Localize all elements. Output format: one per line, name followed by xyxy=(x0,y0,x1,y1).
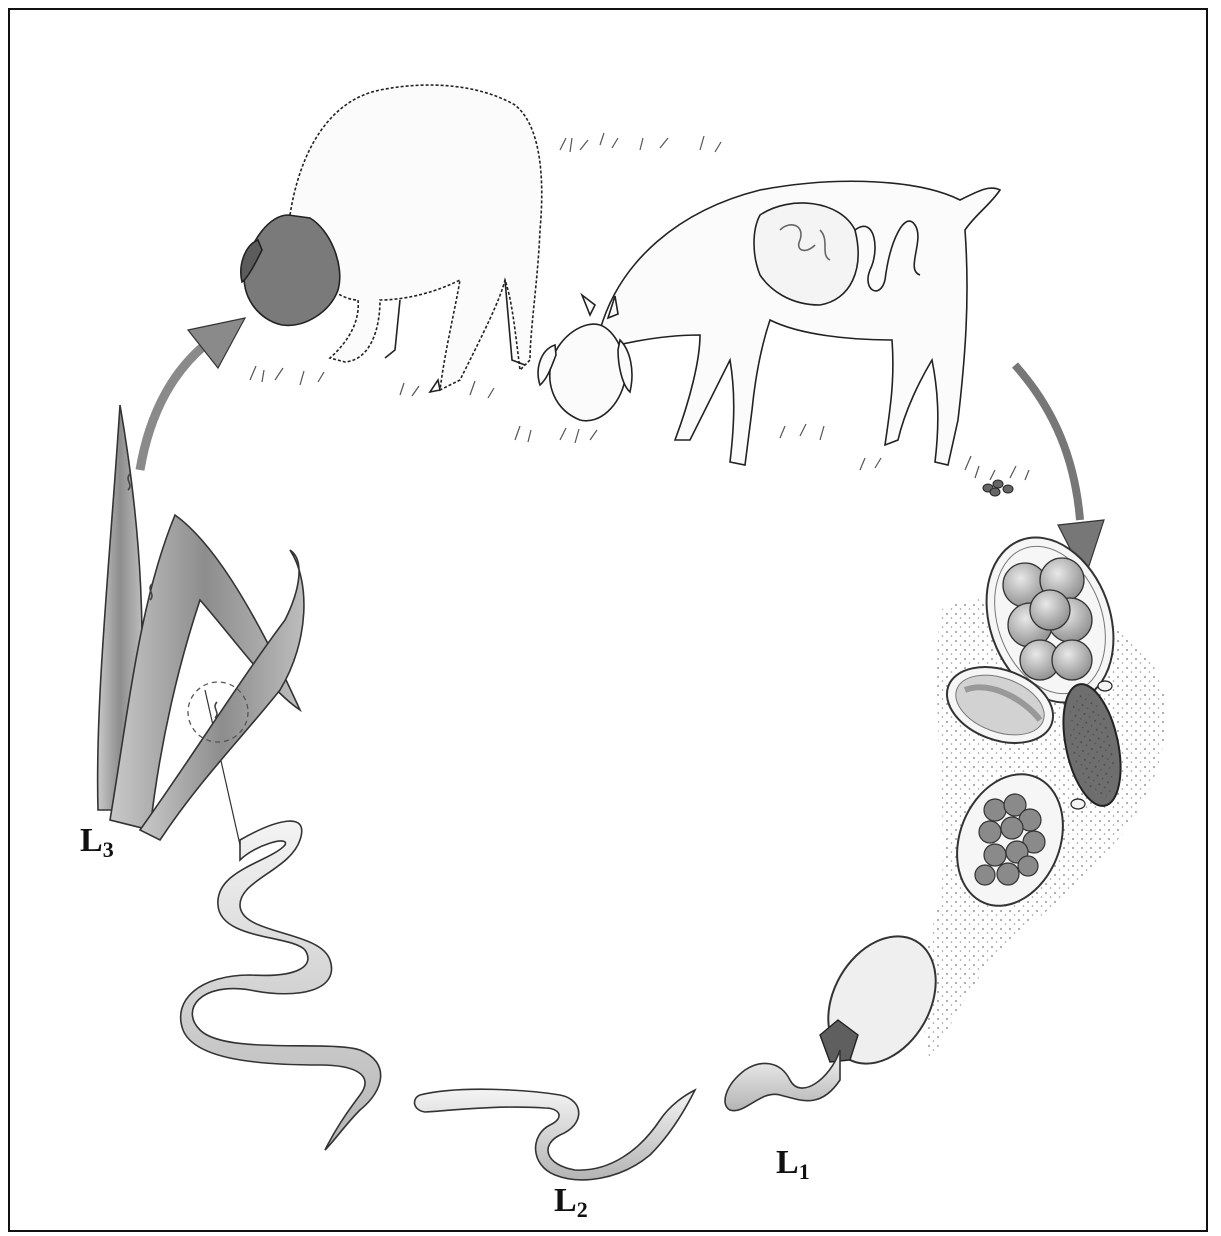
feces-pellets xyxy=(983,480,1013,496)
stage-label-l3: L3 xyxy=(80,824,114,861)
stage-label-l2: L2 xyxy=(554,1184,588,1221)
stage-label-l3-subscript: 3 xyxy=(103,837,114,862)
stage-label-l1: L1 xyxy=(776,1146,810,1183)
stage-label-l3-letter: L xyxy=(80,822,103,859)
larva-l1 xyxy=(725,1050,840,1111)
stage-label-l1-subscript: 1 xyxy=(799,1159,810,1184)
stage-label-l2-subscript: 2 xyxy=(577,1197,588,1222)
arrow-to-sheep xyxy=(140,318,245,470)
larva-l2 xyxy=(415,1089,695,1180)
stage-label-l1-letter: L xyxy=(776,1144,799,1181)
grass-blades xyxy=(98,405,304,840)
sheep xyxy=(241,85,542,392)
stage-label-l2-letter: L xyxy=(554,1182,577,1219)
goat xyxy=(538,181,1000,465)
